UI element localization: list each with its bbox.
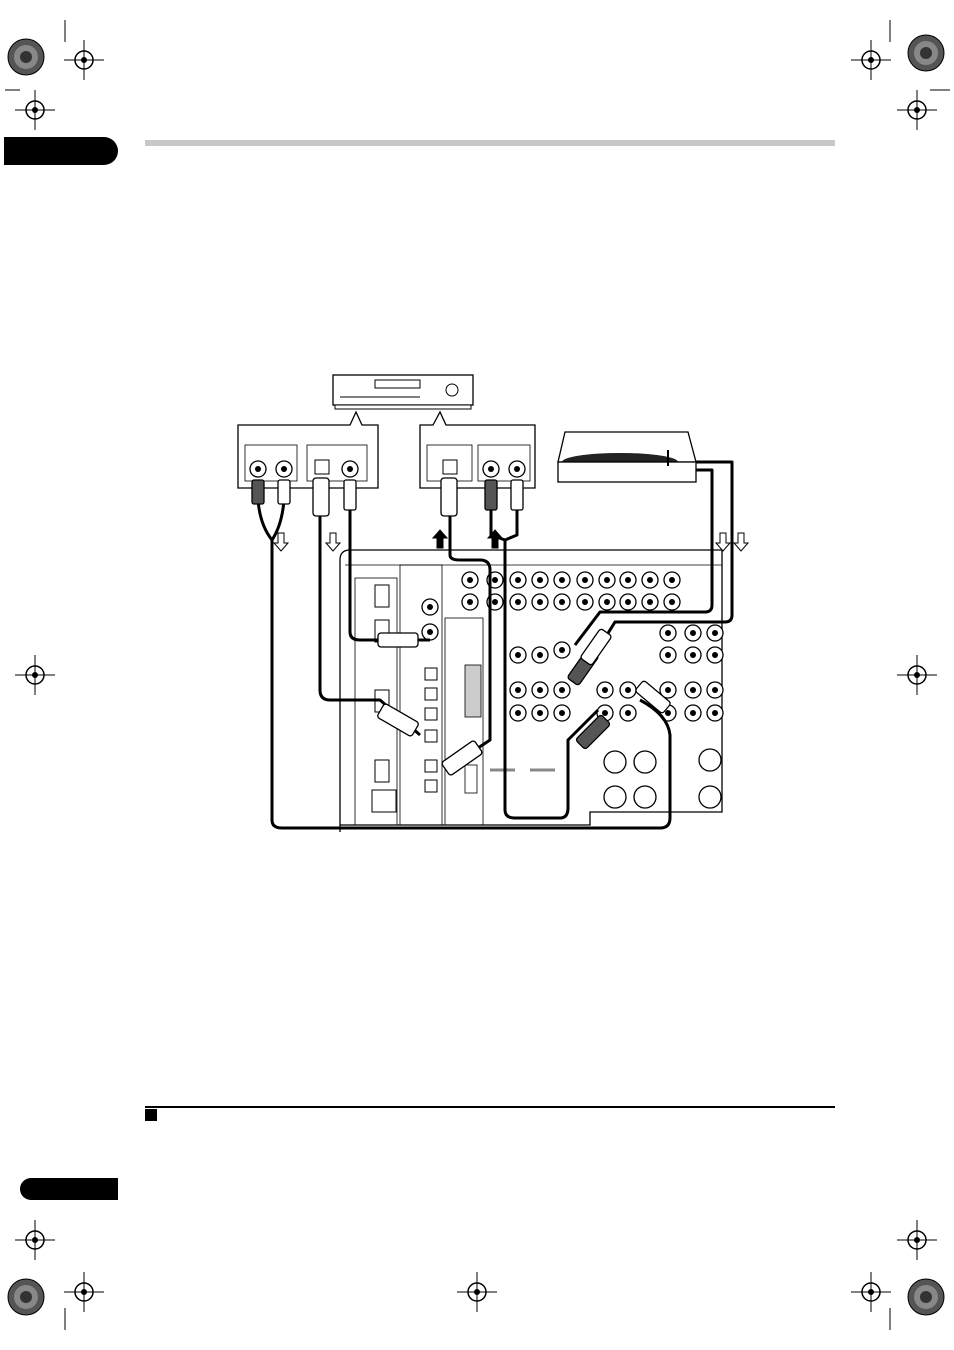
recorder-jack-callout-right [420,412,535,488]
receiver-rear-panel [340,550,723,832]
signal-direction-arrow-icon [274,530,748,551]
turntable [558,432,696,482]
cd-recorder [333,375,473,409]
recorder-jack-callout-left [238,412,378,488]
